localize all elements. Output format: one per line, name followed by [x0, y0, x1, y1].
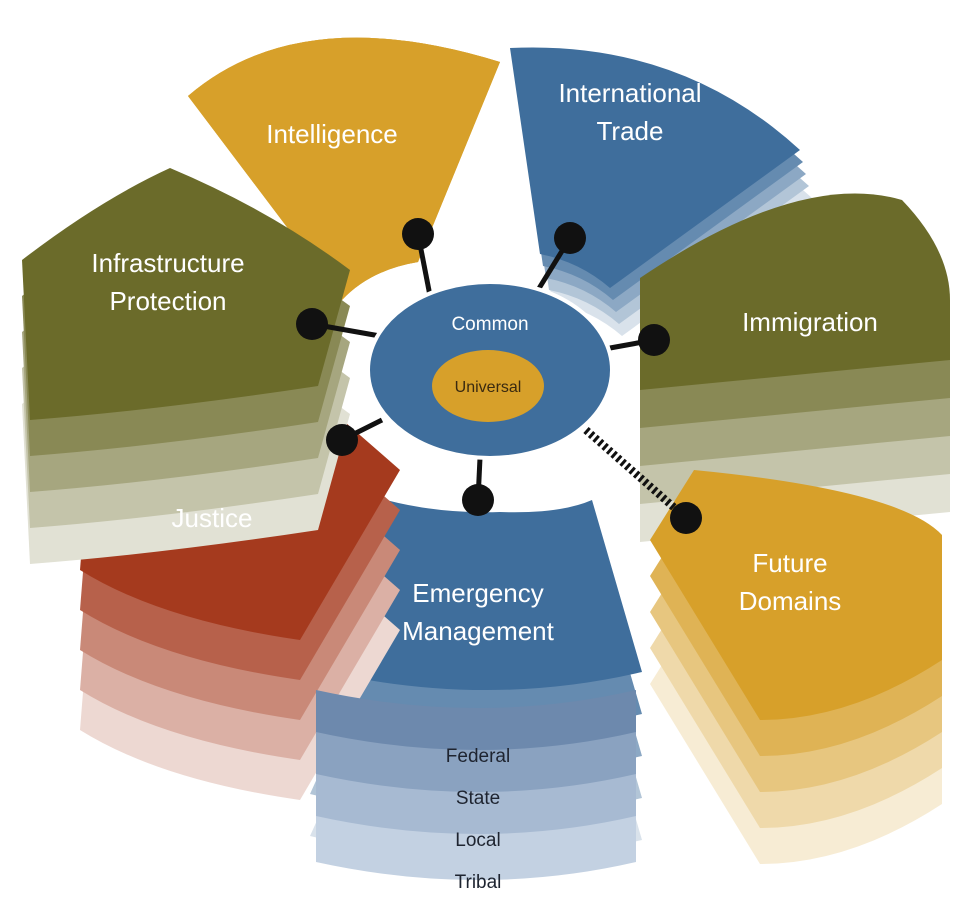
petal-face-infrastructure-protection	[22, 168, 350, 420]
common-label: Common	[451, 314, 528, 335]
connector-future-domains	[583, 426, 689, 522]
core-hub: Common Universal	[366, 280, 614, 460]
level-label-tribal: Tribal	[455, 872, 502, 893]
level-label-local: Local	[455, 830, 500, 851]
connector-dot-international-trade	[554, 222, 586, 254]
connectors	[296, 218, 702, 534]
label-international-trade-line-2: Trade	[597, 116, 664, 146]
petal-future-domains	[650, 470, 942, 864]
level-label-federal: Federal	[446, 746, 510, 767]
universal-label: Universal	[455, 379, 522, 396]
connector-dot-justice	[326, 424, 358, 456]
universal-core	[432, 350, 544, 422]
label-justice-line-1: Justice	[172, 503, 253, 533]
label-emergency-management-line-1: Emergency	[412, 578, 544, 608]
petal-face-future-domains	[650, 470, 942, 720]
domain-labels: Intelligence InternationalTradeImmigratio…	[91, 78, 878, 893]
connector-dot-immigration	[638, 324, 670, 356]
level-label-state: State	[456, 788, 500, 809]
label-future-domains-line-1: Future	[752, 548, 827, 578]
petal-immigration	[640, 193, 950, 542]
label-emergency-management-line-2: Management	[402, 616, 555, 646]
level-band-state	[316, 732, 636, 796]
level-band-tribal	[316, 816, 636, 880]
petal-face-immigration	[640, 193, 950, 390]
label-infrastructure-protection-line-1: Infrastructure	[91, 248, 244, 278]
petal-infrastructure-protection	[22, 168, 350, 564]
connector-dot-emergency-management	[462, 484, 494, 516]
petal-face-international-trade	[510, 47, 800, 288]
label-international-trade-line-1: International	[558, 78, 701, 108]
label-immigration-line-1: Immigration	[742, 307, 878, 337]
connector-dot-infrastructure-protection	[296, 308, 328, 340]
level-band-federal	[316, 690, 636, 754]
connector-dot-future-domains	[670, 502, 702, 534]
label-intelligence-line-1: Intelligence	[266, 119, 398, 149]
label-infrastructure-protection-line-2: Protection	[109, 286, 226, 316]
label-future-domains-line-2: Domains	[739, 586, 842, 616]
connector-dot-intelligence	[402, 218, 434, 250]
level-band-local	[316, 774, 636, 838]
